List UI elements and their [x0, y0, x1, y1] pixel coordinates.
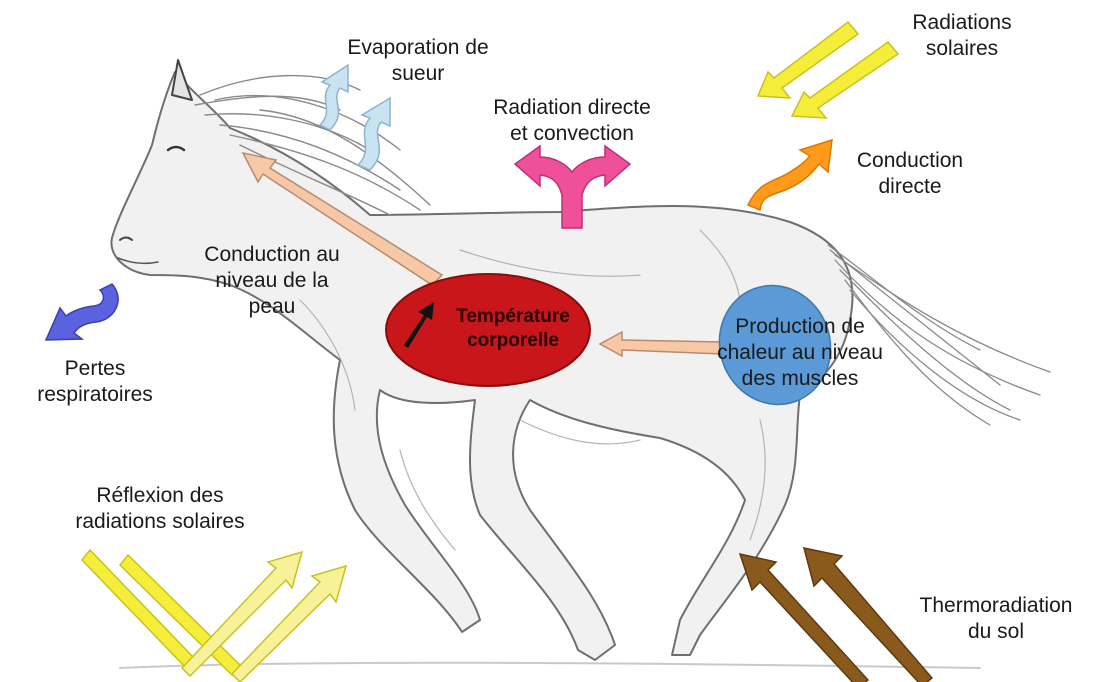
ground-radiation-label: Thermoradiation du sol: [896, 593, 1096, 645]
evaporation-label-line-2: sueur: [318, 61, 518, 87]
respiratory-loss-arrow: [46, 284, 118, 340]
skin-conduction-label-line-1: Conduction au: [188, 242, 356, 268]
ground-radiation-label-line-2: du sol: [896, 619, 1096, 645]
conduction-directe-label: Conduction directe: [840, 148, 980, 200]
reflection-label: Réflexion des radiations solaires: [60, 483, 260, 535]
radiation-convection-label-line-2: et convection: [472, 121, 672, 147]
respiratory-loss-label-line-2: respiratoires: [20, 382, 170, 408]
solar-radiation-arrows: [758, 22, 898, 118]
reflection-label-line-1: Réflexion des: [60, 483, 260, 509]
conduction-directe-label-line-1: Conduction: [840, 148, 980, 174]
evaporation-label-line-1: Evaporation de: [318, 35, 518, 61]
reflection-outgoing-1: [182, 552, 302, 676]
solar-radiation-label-line-1: Radiations: [892, 10, 1032, 36]
radiation-convection-label-line-1: Radiation directe: [472, 95, 672, 121]
skin-conduction-label: Conduction au niveau de la peau: [188, 242, 356, 320]
ground-radiation-label-line-1: Thermoradiation: [896, 593, 1096, 619]
conduction-directe-arrow: [748, 140, 832, 210]
core-temperature-label-line-1: Température: [418, 305, 608, 329]
core-temperature-label-line-2: corporelle: [418, 329, 608, 353]
muscle-heat-label: Production de chaleur au niveau des musc…: [704, 314, 896, 392]
skin-conduction-label-line-2: niveau de la: [188, 268, 356, 294]
muscle-heat-label-line-2: chaleur au niveau: [704, 340, 896, 366]
radiation-convection-label: Radiation directe et convection: [472, 95, 672, 147]
ground-arrow-1: [740, 554, 868, 682]
horse-ear: [172, 60, 192, 100]
reflection-arrows: [82, 550, 346, 682]
solar-radiation-label-line-2: solaires: [892, 36, 1032, 62]
evaporation-arrow-2: [358, 98, 390, 170]
respiratory-loss-label: Pertes respiratoires: [20, 356, 170, 408]
conduction-directe-label-line-2: directe: [840, 174, 980, 200]
respiratory-loss-label-line-1: Pertes: [20, 356, 170, 382]
muscle-heat-label-line-3: des muscles: [704, 366, 896, 392]
skin-conduction-label-line-3: peau: [188, 294, 356, 320]
evaporation-label: Evaporation de sueur: [318, 35, 518, 87]
solar-radiation-label: Radiations solaires: [892, 10, 1032, 62]
muscle-heat-label-line-1: Production de: [704, 314, 896, 340]
reflection-label-line-2: radiations solaires: [60, 509, 260, 535]
core-temperature-label: Température corporelle: [418, 305, 608, 353]
